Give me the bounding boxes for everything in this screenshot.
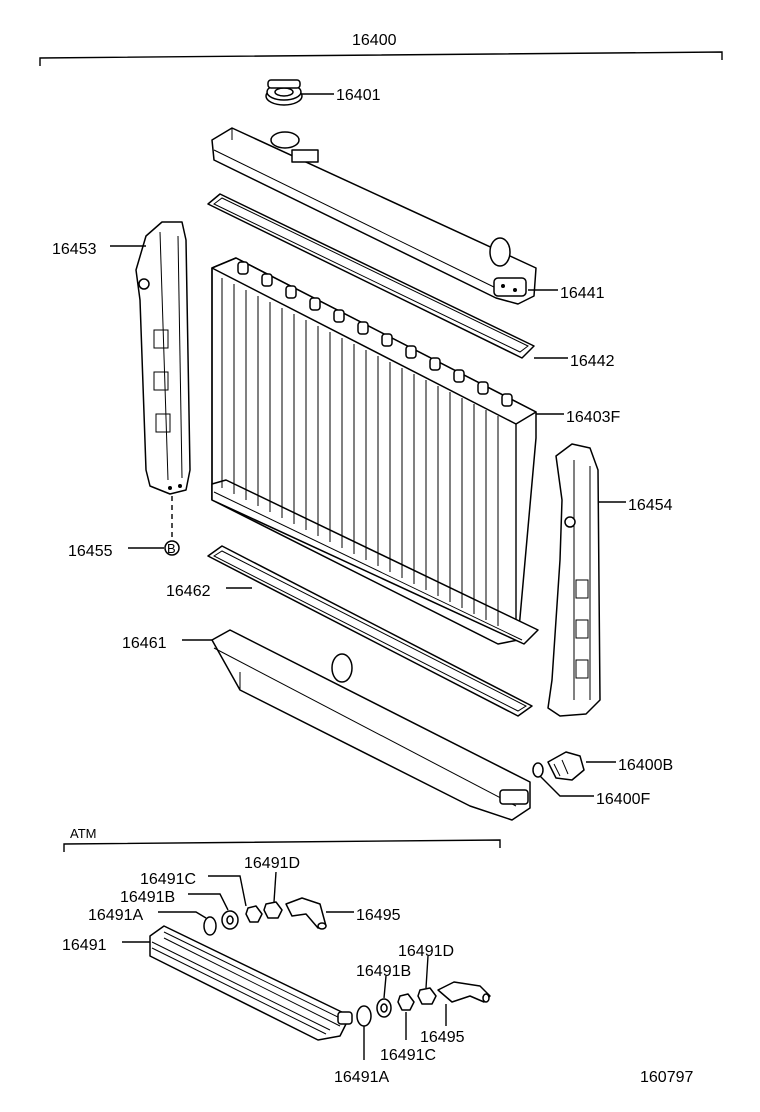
radiator-cap-part [265, 79, 303, 106]
washer-16491B-upper-hole [226, 915, 234, 925]
label-16491B-lower: 16491B [356, 963, 411, 980]
assembly-bracket [39, 51, 723, 66]
label-16491: 16491 [62, 937, 107, 954]
leader-16491C-upper [208, 875, 247, 907]
radiator-tubes [221, 278, 499, 626]
nut-16491D-lower [417, 987, 437, 1005]
right-side-bracket-part [547, 443, 601, 717]
oil-cooler-part [149, 925, 353, 1041]
label-16403F: 16403F [566, 409, 620, 426]
label-16495-lower: 16495 [420, 1029, 465, 1046]
lower-tank-part [211, 629, 531, 821]
leader-16491A-upper [158, 911, 207, 919]
gasket-16491A-lower [356, 1005, 372, 1027]
label-16400F: 16400F [596, 791, 650, 808]
gasket-16491A-upper [203, 916, 217, 936]
label-16491A-upper: 16491A [88, 907, 143, 924]
radiator-core-part [211, 257, 539, 645]
washer-16491B-lower-hole [380, 1003, 388, 1013]
label-16491C-lower: 16491C [380, 1047, 436, 1064]
nut-16491C-upper [245, 905, 263, 923]
label-16400: 16400 [352, 32, 397, 49]
leader-16491D-lower [425, 955, 429, 989]
nut-16491D-upper [263, 901, 283, 919]
atm-label: ATM [70, 826, 96, 841]
drain-plug-part [547, 751, 585, 781]
label-16461: 16461 [122, 635, 167, 652]
label-16442: 16442 [570, 353, 615, 370]
label-16491D-upper: 16491D [244, 855, 300, 872]
union-16495-lower [437, 981, 491, 1003]
nut-16491C-lower [397, 993, 415, 1011]
union-16495-upper [285, 897, 327, 930]
label-16400B: 16400B [618, 757, 673, 774]
label-16454: 16454 [628, 497, 673, 514]
upper-tank-part [211, 127, 537, 305]
label-16453: 16453 [52, 241, 97, 258]
leader-16491D-upper [273, 871, 277, 903]
label-16441: 16441 [560, 285, 605, 302]
figure-number: 160797 [640, 1069, 693, 1086]
left-side-bracket-part [135, 221, 191, 495]
label-16491D-lower: 16491D [398, 943, 454, 960]
label-16455-mark: B [167, 541, 176, 556]
label-16455: 16455 [68, 543, 113, 560]
leader-16491B-upper [188, 893, 229, 911]
leader-16400F [539, 775, 594, 797]
label-16462: 16462 [166, 583, 211, 600]
label-16401: 16401 [336, 87, 381, 104]
label-16491B-upper: 16491B [120, 889, 175, 906]
label-16495-upper: 16495 [356, 907, 401, 924]
upper-gasket-part [207, 193, 535, 359]
label-16491C-upper: 16491C [140, 871, 196, 888]
label-16491A-lower: 16491A [334, 1069, 389, 1086]
atm-bracket [63, 839, 501, 852]
leader-16491B-lower [383, 975, 387, 999]
drain-oring-part [532, 762, 544, 778]
lower-gasket-part [207, 545, 533, 717]
core-tabs [237, 261, 513, 407]
clip-16455-marker [164, 540, 180, 556]
